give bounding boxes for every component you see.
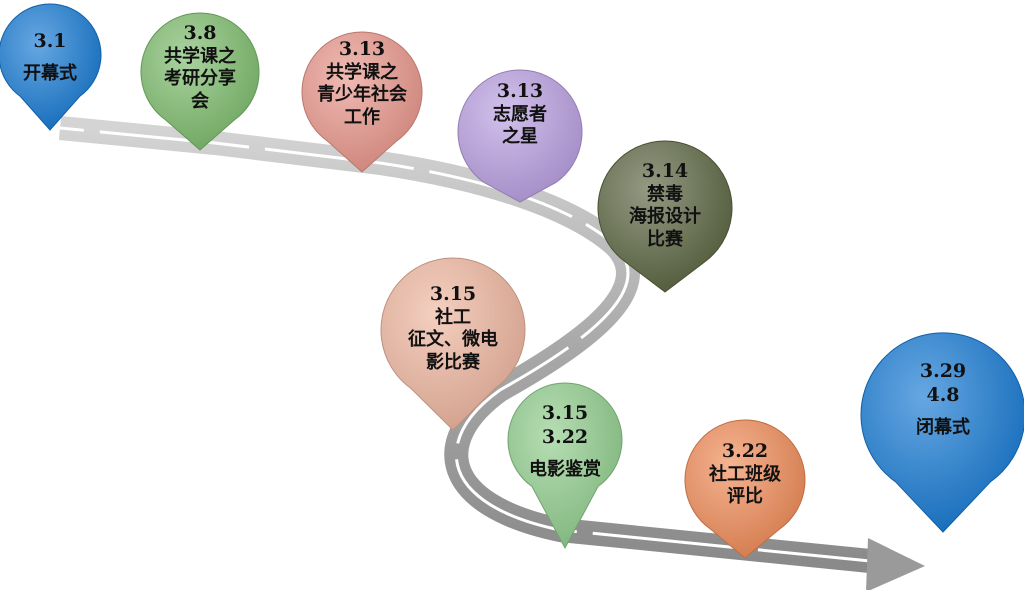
- milestone-label-line: 比赛: [647, 228, 683, 250]
- milestone-text: 3.1 开幕式: [0, 30, 103, 85]
- milestone-label-line: 社工班级: [709, 463, 781, 485]
- milestone-label-line: 共学课之: [164, 45, 236, 67]
- map-pin-icon: [860, 332, 1024, 533]
- milestone-label-line: 之星: [502, 126, 538, 148]
- milestone-label-line: 工作: [344, 106, 380, 128]
- milestone-date: 3.13: [338, 38, 386, 60]
- milestone-label-line: 闭幕式: [916, 416, 970, 438]
- milestone-label-line: 征文、微电: [408, 329, 498, 351]
- map-pin-icon: [507, 382, 623, 550]
- milestone-date: 3.15: [541, 402, 589, 424]
- map-pin-icon: [684, 419, 806, 559]
- milestone-date: 3.8: [183, 22, 217, 44]
- milestone-date: 3.29: [919, 360, 967, 382]
- milestone-label-line: 影比赛: [426, 351, 480, 373]
- milestone-label-line: 志愿者: [493, 103, 547, 125]
- map-pin-icon: [301, 31, 423, 173]
- milestone-date: 3.13: [496, 80, 544, 102]
- milestone-label-line: 海报设计: [629, 206, 701, 228]
- milestone-label-line: 社工: [435, 306, 471, 328]
- milestone-label-line: 电影鉴赏: [529, 458, 601, 480]
- milestone-date: 3.14: [641, 160, 689, 182]
- milestone-date: 3.15: [429, 283, 477, 305]
- milestone-label-line: 开幕式: [23, 62, 77, 84]
- milestone-pin-1: 3.1 开幕式: [0, 2, 103, 132]
- map-pin-icon: [140, 12, 260, 151]
- milestone-date: 3.22: [721, 440, 769, 462]
- milestone-label-line: 评比: [727, 486, 763, 508]
- map-pin-icon: [597, 140, 733, 293]
- milestone-label-line: 禁毒: [647, 183, 683, 205]
- milestone-date: 3.1: [33, 30, 67, 52]
- milestone-date: 4.8: [926, 383, 960, 406]
- milestone-label-line: 共学课之: [326, 61, 398, 83]
- map-pin-icon: [0, 3, 102, 131]
- milestone-label-line: 青少年社会: [317, 84, 407, 106]
- milestone-label-line: 考研分享: [164, 68, 236, 90]
- map-pin-icon: [380, 257, 526, 431]
- milestone-date: 3.22: [541, 425, 589, 448]
- map-pin-icon: [457, 69, 583, 203]
- milestone-label-line: 会: [191, 90, 209, 112]
